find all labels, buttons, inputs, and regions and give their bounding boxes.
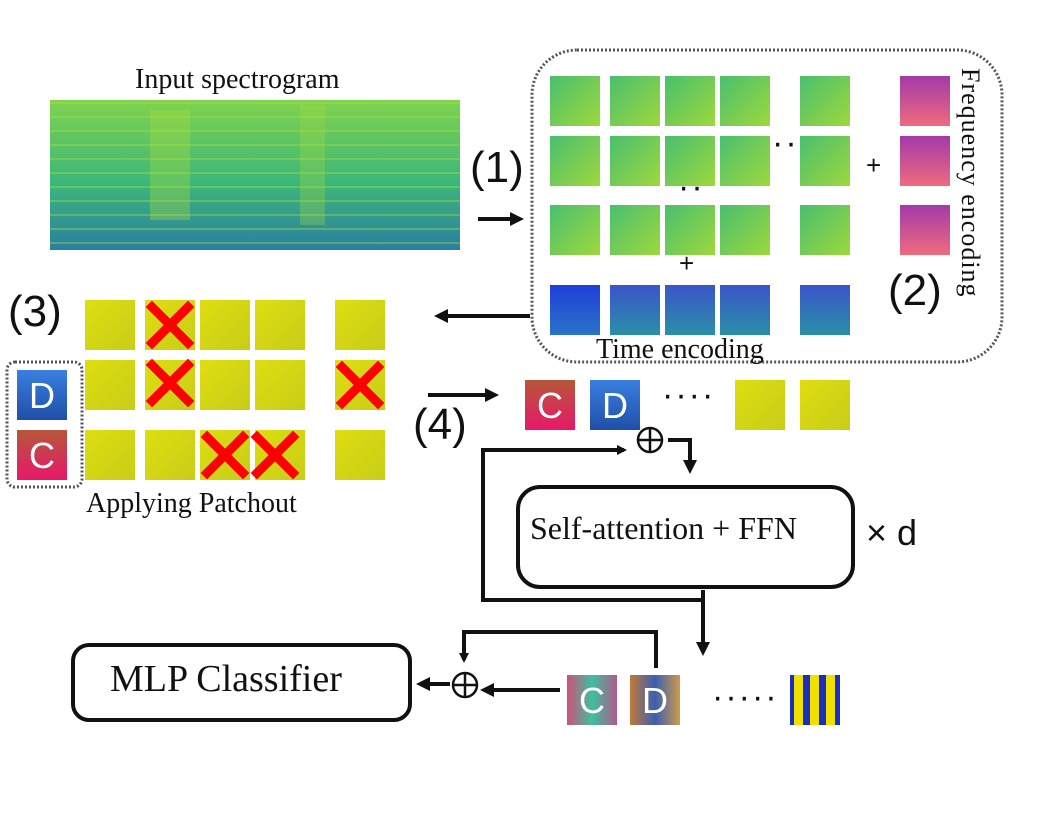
step-3-label: (3) bbox=[8, 287, 62, 336]
patchout-patch bbox=[85, 300, 135, 350]
applying-patchout-label: Applying Patchout bbox=[86, 488, 297, 519]
plus-sign: + bbox=[866, 150, 882, 180]
ellipsis: ·· bbox=[678, 168, 705, 206]
step-1-label: (1) bbox=[470, 143, 524, 192]
spectrogram-patch bbox=[610, 205, 660, 255]
spectrogram-patch bbox=[550, 205, 600, 255]
step-2-label: (2) bbox=[888, 266, 942, 315]
spectrogram-patch bbox=[610, 136, 660, 186]
spectrogram-patch bbox=[800, 136, 850, 186]
token-d: D bbox=[590, 380, 640, 430]
patchout-patch bbox=[255, 360, 305, 410]
patchout-patch bbox=[200, 300, 250, 350]
embedding-box bbox=[530, 48, 1004, 364]
seq-patch bbox=[735, 380, 785, 430]
spectrogram-patch bbox=[800, 205, 850, 255]
patchout-grid bbox=[85, 300, 385, 480]
spectrogram-patch bbox=[610, 76, 660, 126]
mlp-classifier-label: MLP Classifier bbox=[110, 658, 342, 700]
ellipsis: ·· bbox=[772, 124, 799, 162]
self-attention-block bbox=[516, 485, 855, 589]
input-spectrogram-label: Input spectrogram bbox=[135, 64, 340, 95]
token-d-left: D bbox=[17, 370, 67, 420]
seq-patch bbox=[800, 380, 850, 430]
spectrogram-patch bbox=[665, 136, 715, 186]
cross-icon bbox=[145, 300, 195, 350]
spectrogram-patch bbox=[720, 76, 770, 126]
spectrogram-patch bbox=[720, 136, 770, 186]
frequency-encoding-label: Frequency encoding bbox=[956, 68, 985, 298]
spectrogram-patch bbox=[665, 205, 715, 255]
frequency-encoding-patches bbox=[900, 76, 950, 255]
spectrogram-patch bbox=[550, 136, 600, 186]
cross-icon bbox=[145, 358, 195, 408]
patchout-patch bbox=[85, 430, 135, 480]
step-4-label: (4) bbox=[413, 400, 467, 449]
oplus-icon bbox=[451, 671, 479, 699]
output-patch bbox=[790, 675, 840, 725]
svg-text:C: C bbox=[29, 435, 55, 476]
output-token-c: C bbox=[567, 675, 617, 725]
cross-icon bbox=[200, 430, 250, 480]
spectrogram-patch bbox=[550, 76, 600, 126]
cross-icon bbox=[250, 430, 300, 480]
cross-icon bbox=[335, 360, 385, 410]
self-attention-label: Self-attention + FFN bbox=[530, 510, 797, 546]
patchout-patch bbox=[255, 300, 305, 350]
time-encoding-patches bbox=[550, 285, 850, 335]
svg-text:C: C bbox=[537, 385, 563, 426]
cross-icons bbox=[145, 300, 385, 480]
patch-grid bbox=[550, 76, 850, 255]
svg-text:C: C bbox=[579, 680, 605, 721]
patchout-patch bbox=[335, 430, 385, 480]
svg-text:D: D bbox=[29, 375, 55, 416]
spectrogram-patch bbox=[720, 205, 770, 255]
oplus-icon bbox=[636, 426, 664, 454]
patchout-patch bbox=[200, 360, 250, 410]
svg-text:D: D bbox=[642, 680, 668, 721]
plus-sign: + bbox=[679, 248, 695, 278]
ellipsis: ···· bbox=[662, 376, 716, 414]
ellipsis: ····· bbox=[712, 678, 779, 716]
token-c: C bbox=[525, 380, 575, 430]
input-spectrogram bbox=[50, 100, 460, 250]
patchout-patch bbox=[335, 300, 385, 350]
special-tokens-box bbox=[5, 360, 84, 489]
patchout-patch bbox=[145, 430, 195, 480]
time-encoding-label: Time encoding bbox=[596, 334, 764, 365]
patchout-patch bbox=[85, 360, 135, 410]
mlp-classifier-block bbox=[71, 643, 412, 722]
spectrogram-patch bbox=[800, 76, 850, 126]
times-d-label: × d bbox=[866, 512, 918, 553]
svg-text:D: D bbox=[602, 385, 628, 426]
token-c-left: C bbox=[17, 430, 67, 480]
residual-connections bbox=[416, 438, 710, 697]
spectrogram-patch bbox=[665, 76, 715, 126]
output-token-d: D bbox=[630, 675, 680, 725]
